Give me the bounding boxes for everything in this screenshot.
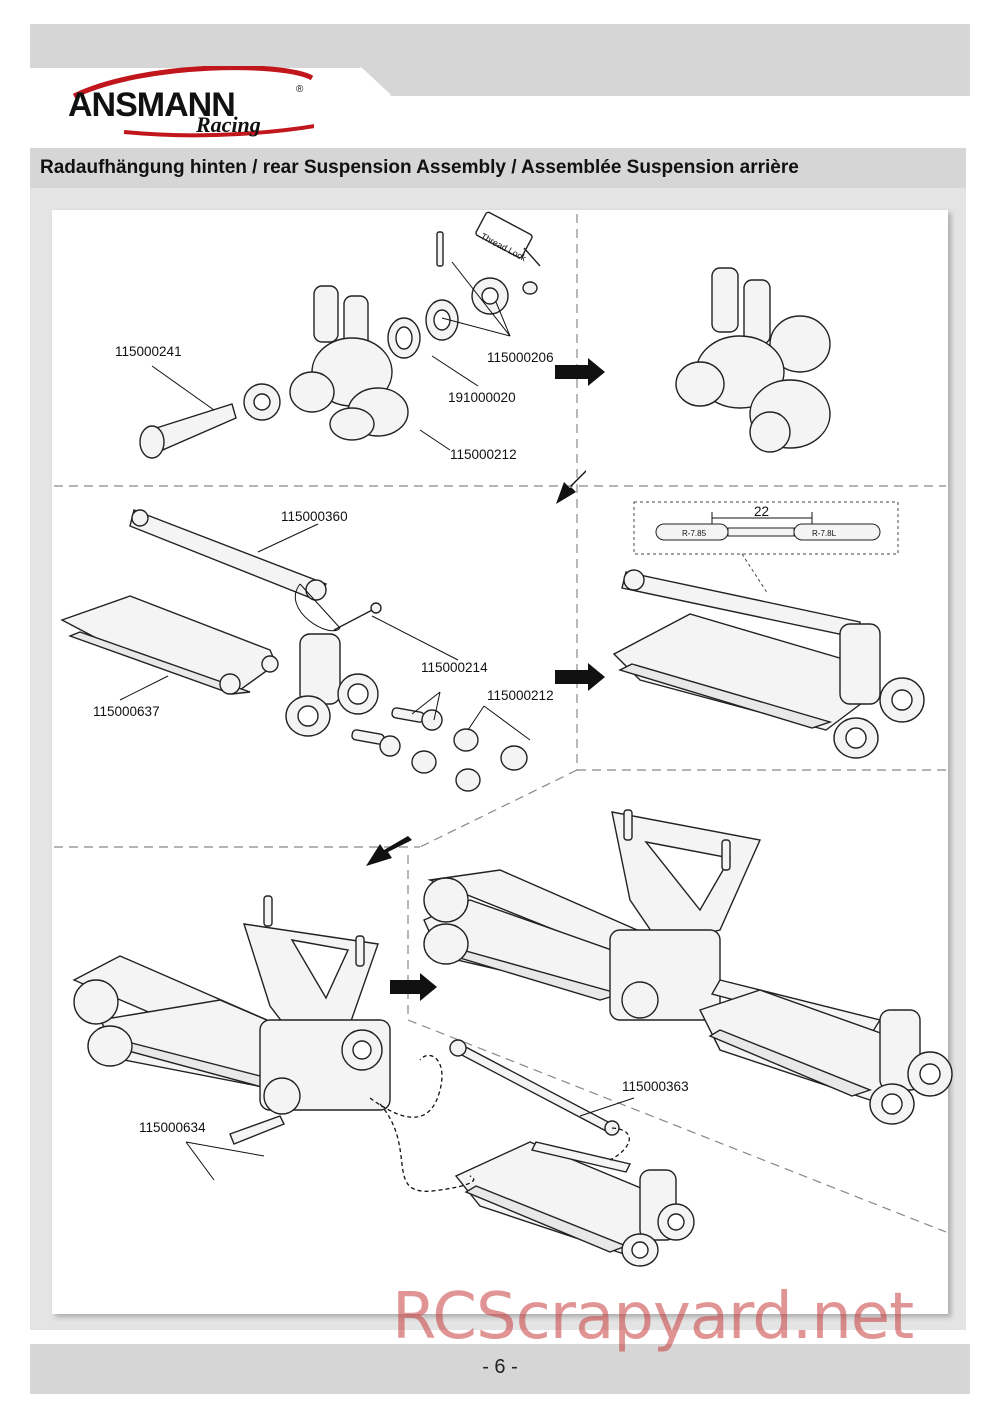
turnbuckle-length-value: 22 <box>754 504 769 519</box>
turnbuckle-mark-right: R-7.8L <box>812 529 837 538</box>
part-label-115000360: 115000360 <box>281 509 348 524</box>
part-label-115000363: 115000363 <box>622 1079 689 1094</box>
logo-racing-text: Racing <box>196 112 261 137</box>
step3-shock-tower-assembly <box>72 895 391 1115</box>
part-label-115000241: 115000241 <box>115 344 182 359</box>
arrow-right-icon <box>555 663 605 691</box>
logo-registered-mark: ® <box>296 84 304 95</box>
turnbuckle-length-detail <box>633 501 899 595</box>
part-label-115000214: 115000214 <box>421 660 488 675</box>
arrow-right-icon <box>555 358 605 386</box>
step1-hub-carrier-exploded <box>139 211 541 459</box>
footer-bar: - 6 - <box>30 1344 970 1394</box>
section-title-bar: Radaufhängung hinten / rear Suspension A… <box>30 148 966 190</box>
step1-assembled-hub-carrier <box>675 267 831 453</box>
part-label-115000634: 115000634 <box>139 1120 206 1135</box>
step3-driveshaft-and-arm <box>229 1039 695 1267</box>
header-bar <box>30 24 970 96</box>
part-label-191000020: 191000020 <box>448 390 516 405</box>
logo-brand-text: ANSMANN <box>68 86 236 124</box>
step-arrows <box>366 358 605 1001</box>
ansmann-racing-logo: ANSMANN ® Racing <box>64 66 314 142</box>
page-title: Radaufhängung hinten / rear Suspension A… <box>40 157 799 178</box>
page-number: - 6 - <box>482 1356 518 1378</box>
part-label-115000206: 115000206 <box>487 350 554 365</box>
step-dividers <box>54 214 947 1233</box>
part-label-115000637: 115000637 <box>93 704 160 719</box>
arrow-down-left-icon <box>366 836 412 866</box>
final-rear-suspension-assembly <box>423 809 953 1125</box>
step2-leader-lines <box>119 523 531 741</box>
step2-arm-and-turnbuckle-exploded <box>60 509 528 792</box>
step3-assembly-path <box>369 1054 630 1192</box>
arrow-down-left-icon <box>556 470 586 504</box>
part-label-115000212-a: 115000212 <box>450 447 517 462</box>
step2-assembled-arm <box>612 569 925 759</box>
arrow-right-icon <box>390 973 437 1001</box>
watermark-text: RCScrapyard.net <box>392 1280 914 1354</box>
part-label-115000212-b: 115000212 <box>487 688 554 703</box>
turnbuckle-mark-left: R-7.85 <box>682 529 707 538</box>
step1-leader-lines <box>151 261 511 451</box>
step3-leader-lines <box>185 1097 635 1181</box>
